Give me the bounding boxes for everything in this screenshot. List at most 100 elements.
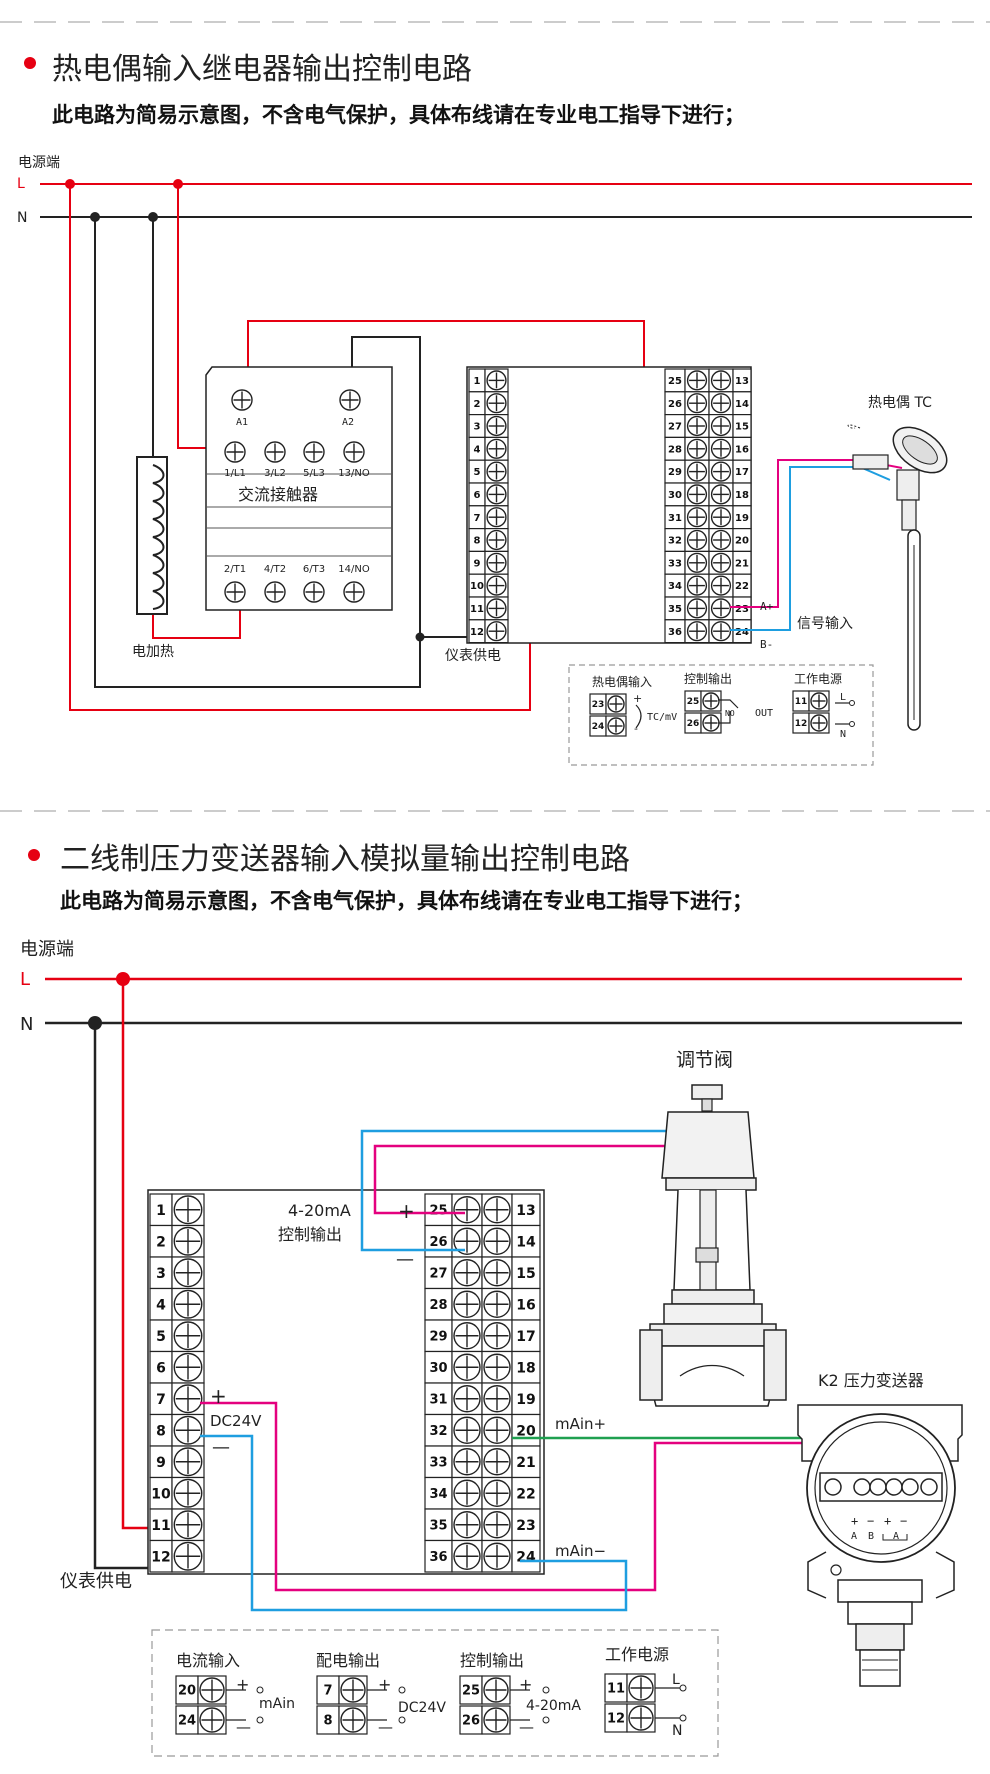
- terminal-screw-cell: [684, 550, 710, 575]
- terminal-cell: 20: [511, 1413, 541, 1447]
- s1-legend-box: [568, 664, 874, 766]
- s2-legend-current: 电流输入: [176, 1651, 240, 1670]
- screw-icon: [483, 1677, 509, 1703]
- terminal-cell: 11: [604, 1673, 628, 1703]
- terminal-cell: 24: [511, 1539, 541, 1573]
- terminal-number: 9: [156, 1455, 166, 1471]
- s1-legend-brace-icon: [635, 704, 642, 729]
- terminal-screw-cell: [708, 459, 734, 484]
- terminal-cell: 14: [732, 391, 752, 416]
- terminal-number: 10: [470, 581, 484, 592]
- contactor-top-screw-icon: [343, 441, 365, 463]
- s2-ctrl-minus: —: [396, 1249, 414, 1270]
- s1-n-label: N: [17, 210, 27, 226]
- terminal-cell: 12: [792, 712, 810, 734]
- screw-icon: [483, 1290, 511, 1318]
- screw-icon: [810, 692, 828, 710]
- terminal-screw-cell: [684, 368, 710, 393]
- terminal-number: 3: [156, 1266, 166, 1282]
- screw-icon: [486, 598, 507, 619]
- terminal-cell: 6: [468, 482, 486, 507]
- terminal-cell: 25: [684, 690, 702, 712]
- terminal-number: 33: [429, 1455, 447, 1470]
- transmitter-term-1: +: [851, 1514, 858, 1528]
- terminal-screw-cell: [684, 391, 710, 416]
- section2-title: 二线制压力变送器输入模拟量输出控制电路: [60, 842, 630, 877]
- s1-legend-l-dot: [849, 700, 855, 706]
- terminal-number: 5: [474, 467, 481, 478]
- screw-icon: [710, 621, 732, 642]
- s1-legend-l: L: [840, 692, 846, 703]
- terminal-cell: 26: [664, 391, 686, 416]
- terminal-screw-cell: [684, 573, 710, 598]
- terminal-number: 32: [429, 1424, 447, 1439]
- terminal-screw-cell: [684, 414, 710, 439]
- terminal-cell: 10: [149, 1476, 173, 1510]
- contactor-bottom-screw-icon: [264, 581, 286, 603]
- terminal-screw-cell: [708, 573, 734, 598]
- screw-icon: [486, 621, 507, 642]
- screw-icon: [486, 393, 507, 414]
- s1-legend-minus: -: [634, 722, 638, 735]
- terminal-screw-cell: [626, 1703, 656, 1733]
- terminal-screw-cell: [171, 1413, 205, 1447]
- screw-icon: [607, 695, 625, 713]
- terminal-number: 31: [429, 1392, 447, 1407]
- screw-icon: [453, 1448, 481, 1476]
- s1-wire-heater-t1: [152, 594, 241, 639]
- s2-legend-ctrl: 控制输出: [460, 1651, 524, 1670]
- terminal-number: 23: [735, 604, 749, 615]
- terminal-cell: 29: [664, 459, 686, 484]
- screw-icon: [483, 1707, 509, 1733]
- terminal-screw-cell: [484, 436, 509, 461]
- terminal-cell: 11: [468, 596, 486, 621]
- contactor-bottom-term: 6/T3: [303, 564, 325, 575]
- terminal-screw-cell: [481, 1350, 513, 1384]
- terminal-cell: 9: [468, 550, 486, 575]
- terminal-screw-cell: [484, 619, 509, 644]
- terminal-number: 22: [735, 581, 749, 592]
- terminal-cell: 8: [316, 1705, 340, 1735]
- terminal-screw-cell: [700, 712, 722, 734]
- screw-icon: [710, 484, 732, 505]
- transmitter-term-2: −: [867, 1514, 874, 1528]
- terminal-screw-cell: [481, 1224, 513, 1258]
- terminal-number: 35: [429, 1518, 447, 1533]
- contactor-a1-label: A1: [236, 417, 248, 428]
- terminal-screw-cell: [684, 459, 710, 484]
- heater-coil-icon: [152, 464, 165, 610]
- transmitter-a: A: [851, 1531, 857, 1542]
- terminal-cell: 34: [424, 1476, 453, 1510]
- screw-icon: [710, 552, 732, 573]
- terminal-cell: 24: [175, 1705, 199, 1735]
- section2-subtitle: 此电路为简易示意图，不含电气保护，具体布线请在专业电工指导下进行；: [60, 889, 753, 913]
- terminal-cell: 35: [664, 596, 686, 621]
- terminal-cell: 8: [468, 527, 486, 552]
- terminal-number: 20: [178, 1684, 196, 1699]
- terminal-number: 10: [151, 1486, 171, 1502]
- screw-icon: [453, 1290, 481, 1318]
- terminal-cell: 20: [732, 527, 752, 552]
- legend-terminal-dot: [256, 1686, 264, 1694]
- transmitter-term-4: −: [900, 1514, 907, 1528]
- s1-junction-dot: [65, 179, 75, 189]
- s1-supply-label: 仪表供电: [445, 648, 501, 664]
- s1-junction-dot: [173, 179, 183, 189]
- terminal-number: 11: [470, 604, 484, 615]
- terminal-number: 25: [429, 1203, 447, 1218]
- terminal-cell: 10: [468, 573, 486, 598]
- screw-icon: [173, 1415, 203, 1445]
- terminal-screw-cell: [481, 1193, 513, 1227]
- terminal-number: 11: [151, 1518, 170, 1534]
- terminal-screw-cell: [197, 1705, 227, 1735]
- contactor-bottom-term: 4/T2: [264, 564, 286, 575]
- screw-icon: [486, 438, 507, 459]
- s1-junction-dot: [90, 212, 100, 222]
- screw-icon: [453, 1196, 481, 1224]
- terminal-cell: 11: [792, 690, 810, 712]
- terminal-screw-cell: [451, 1508, 483, 1542]
- terminal-cell: 13: [511, 1193, 541, 1227]
- contactor-bottom-term: 14/NO: [338, 564, 370, 575]
- screw-icon: [173, 1226, 203, 1256]
